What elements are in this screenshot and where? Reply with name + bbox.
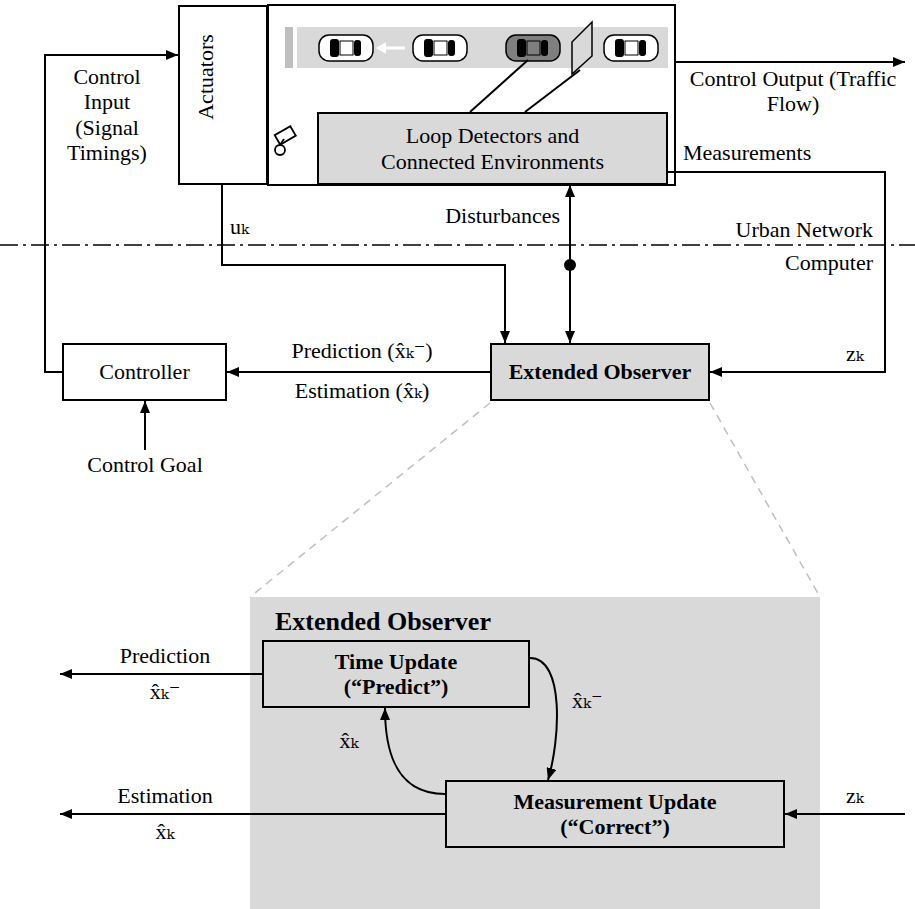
annotation: Urban Network [690,217,873,242]
edge-label: x̂ₖ [326,728,372,753]
annotation: zₖ [835,341,875,366]
camera-icon [275,126,296,155]
connector [45,55,178,372]
stop-bar [285,27,293,68]
prediction-out-arrow [60,673,262,675]
connector [385,708,445,794]
connector [668,172,885,372]
flow-arrow [384,47,405,50]
annotation: Computer [690,250,873,275]
annotation: Estimation [90,783,240,808]
car [506,35,560,61]
panel-heading: Extended Observer [275,607,491,637]
panel-ground [250,597,820,909]
flow-arrow-head [376,42,386,54]
annotation: Prediction [90,643,240,668]
estimation-out-arrow [60,813,445,815]
annotation: Estimation (x̂ₖ) [262,378,462,403]
edge-label: x̂ₖ⁻ [572,688,622,713]
detector-link [470,60,528,112]
car [604,35,658,61]
edge-label: Measurements [683,140,873,165]
detector-link [525,70,580,112]
annotation: zₖ [825,783,885,808]
node-label: Actuators [193,34,218,120]
network-divider [0,244,915,246]
car [319,35,373,61]
car [413,35,467,61]
node-label: Extended Observer [509,359,692,384]
node-label: Controller [99,359,189,384]
sensor-box: Loop Detectors and Connected Environment… [317,112,668,185]
zoom-leader [250,403,490,597]
controller-box: Controller [62,343,227,401]
output-arrow [675,61,905,63]
process-box: Measurement Update (“Correct”) [445,780,785,848]
node-label: Loop Detectors and Connected Environment… [363,123,623,174]
road [297,27,668,68]
annotation: Control Output (Traffic Flow) [688,66,898,117]
observer-panel: Extended ObserverTime Update (“Predict”)… [250,597,820,909]
edge-label: Prediction (x̂ₖ⁻) [262,338,462,363]
connector [569,185,571,343]
connector [530,658,557,780]
goal-arrow [144,401,146,450]
node-label: Measurement Update (“Correct”) [498,789,733,840]
actuator-box: Actuators [178,5,268,185]
node-label: Time Update (“Predict”) [306,649,486,700]
connector [227,371,490,373]
edge-label: Disturbances [400,203,560,228]
edge-label: uₖ [230,214,270,239]
annotation: x̂ₖ⁻ [90,679,240,704]
detector [572,22,592,74]
plant-box [268,5,675,185]
observer-box: Extended Observer [490,343,710,401]
process-box: Time Update (“Predict”) [262,640,530,708]
annotation: x̂ₖ [90,819,240,844]
measurement-in-arrow [785,813,905,815]
annotation: Control Goal [70,452,220,477]
zoom-leader [710,403,820,597]
edge-label: Control Input (Signal Timings) [52,64,162,165]
